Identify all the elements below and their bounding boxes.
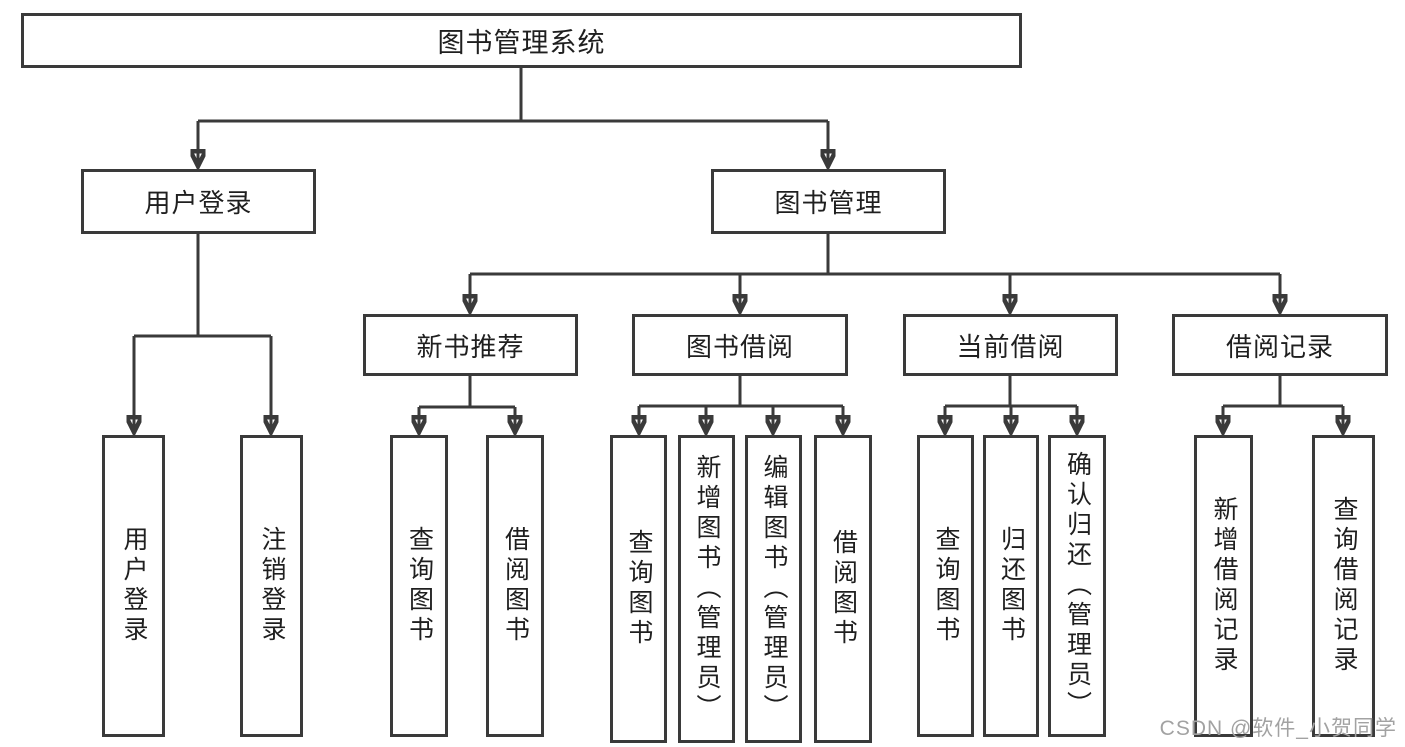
leaf-borrow-query: 查询图书: [610, 435, 667, 743]
leaf-borrow-edit: 编辑图书（管理员）: [745, 435, 802, 743]
leaf-current-query: 查询图书: [917, 435, 974, 737]
leaf-borrow-borrow: 借阅图书: [814, 435, 872, 743]
leaf-records-query: 查询借阅记录: [1312, 435, 1375, 737]
csdn-watermark: CSDN @软件_小贺同学: [1159, 717, 1397, 740]
connector-borrowrecords-frame: [1223, 376, 1343, 408]
node-book-mgmt: 图书管理: [711, 169, 946, 234]
connector-currentborrow-frame: [945, 376, 1077, 408]
connector-bookborrow-frame: [639, 376, 843, 408]
leaf-records-add: 新增借阅记录: [1194, 435, 1253, 737]
node-root: 图书管理系统: [21, 13, 1022, 68]
leaf-borrow-add: 新增图书（管理员）: [678, 435, 735, 743]
leaf-current-confirm: 确认归还（管理员）: [1048, 435, 1106, 737]
connector-userlogin-frame: [134, 234, 271, 338]
leaf-logout: 注销登录: [240, 435, 303, 737]
connector-newbooks-frame: [419, 376, 515, 409]
node-current-borrow: 当前借阅: [903, 314, 1118, 376]
node-new-books: 新书推荐: [363, 314, 578, 376]
node-book-borrow: 图书借阅: [632, 314, 848, 376]
leaf-newbooks-query: 查询图书: [390, 435, 448, 737]
connector-root-frame: [198, 68, 828, 123]
leaf-current-return: 归还图书: [983, 435, 1039, 737]
leaf-newbooks-borrow: 借阅图书: [486, 435, 544, 737]
node-borrow-records: 借阅记录: [1172, 314, 1388, 376]
node-user-login: 用户登录: [81, 169, 316, 234]
leaf-user-login: 用户登录: [102, 435, 165, 737]
connector-bookmgmt-frame: [470, 234, 1280, 276]
